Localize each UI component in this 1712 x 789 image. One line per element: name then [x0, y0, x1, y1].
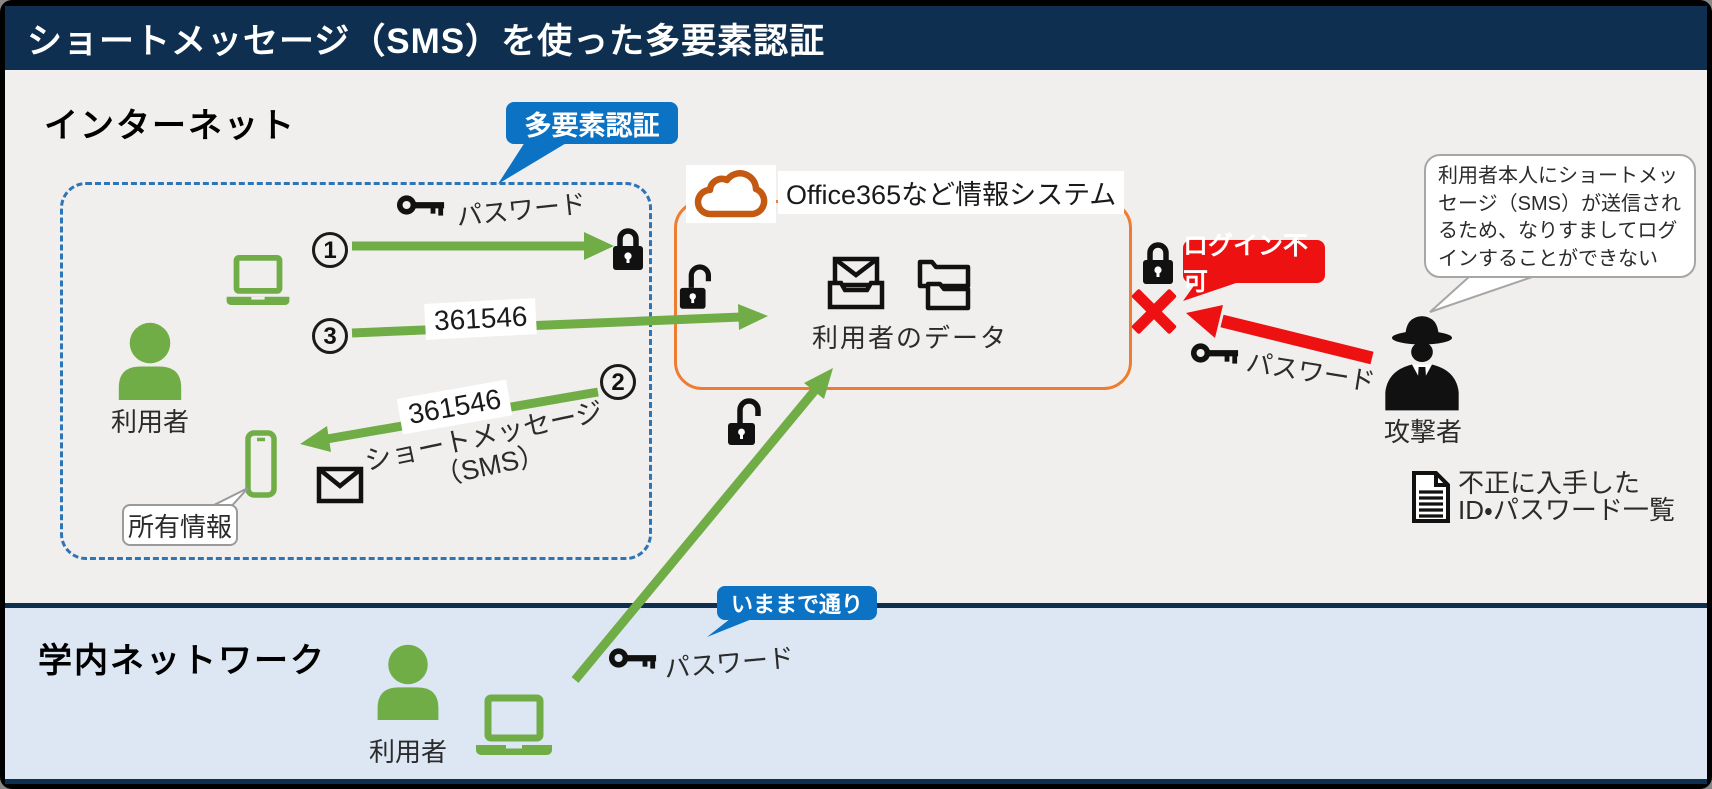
padlock-unlocked-icon [679, 264, 712, 309]
stolen-line1: 不正に入手した [1458, 468, 1641, 498]
envelope-icon [316, 466, 364, 504]
key-icon [396, 195, 445, 216]
folders-icon [917, 259, 971, 311]
key-icon [608, 648, 657, 669]
stolen-credentials-label: 不正に入手した ID・パスワード一覧 [1458, 468, 1675, 526]
step-2-badge: 2 [600, 364, 636, 400]
padlock-locked-icon [1143, 242, 1173, 284]
login-denied-callout: ログイン不可 [1183, 232, 1325, 296]
laptop-icon [226, 254, 290, 305]
page-title: ショートメッセージ（SMS）を使った多要素認証 [27, 21, 826, 61]
attacker-icon [1385, 316, 1459, 411]
user-environment-box [60, 182, 652, 560]
campus-zone [5, 608, 1707, 779]
smartphone-icon [245, 430, 277, 498]
internet-heading: インターネット [44, 107, 296, 145]
mfa-callout: 多要素認証 [506, 102, 678, 144]
attacker-label: 攻撃者 [1383, 417, 1462, 447]
step-3-badge: 3 [312, 318, 348, 354]
padlock-locked-icon [613, 228, 643, 270]
user-campus-label: 利用者 [368, 737, 447, 767]
system-label: Office365など情報システム [778, 171, 1125, 214]
stolen-line2: ID・パスワード一覧 [1458, 495, 1675, 526]
information-system-box [674, 200, 1132, 390]
person-icon [118, 322, 182, 400]
title-bar: ショートメッセージ（SMS）を使った多要素認証 [5, 6, 1707, 70]
person-icon [377, 644, 439, 720]
asusual-callout: いままで通り [717, 586, 877, 620]
user-data-label: 利用者のデータ [811, 323, 1008, 353]
step-1-badge: 1 [312, 232, 348, 268]
mail-tray-icon [827, 256, 885, 310]
document-icon [1412, 471, 1450, 523]
x-mark-icon [1130, 287, 1178, 335]
mfa-bubble-tail [498, 142, 568, 184]
campus-heading: 学内ネットワーク [38, 642, 326, 680]
bottom-border [5, 779, 1707, 784]
possession-callout: 所有情報 [122, 504, 238, 546]
denied-bubble-tail [1183, 280, 1245, 301]
padlock-unlocked-icon [728, 398, 761, 445]
attacker-note-callout: 利用者本人にショートメッセージ（SMS）が送信されるため、なりすましてログインす… [1424, 154, 1696, 278]
sms-code-step3: 361546 [425, 299, 537, 339]
key-icon [1190, 343, 1239, 364]
laptop-icon [476, 694, 552, 755]
user-internet-label: 利用者 [110, 407, 189, 437]
cloud-icon [694, 170, 768, 218]
